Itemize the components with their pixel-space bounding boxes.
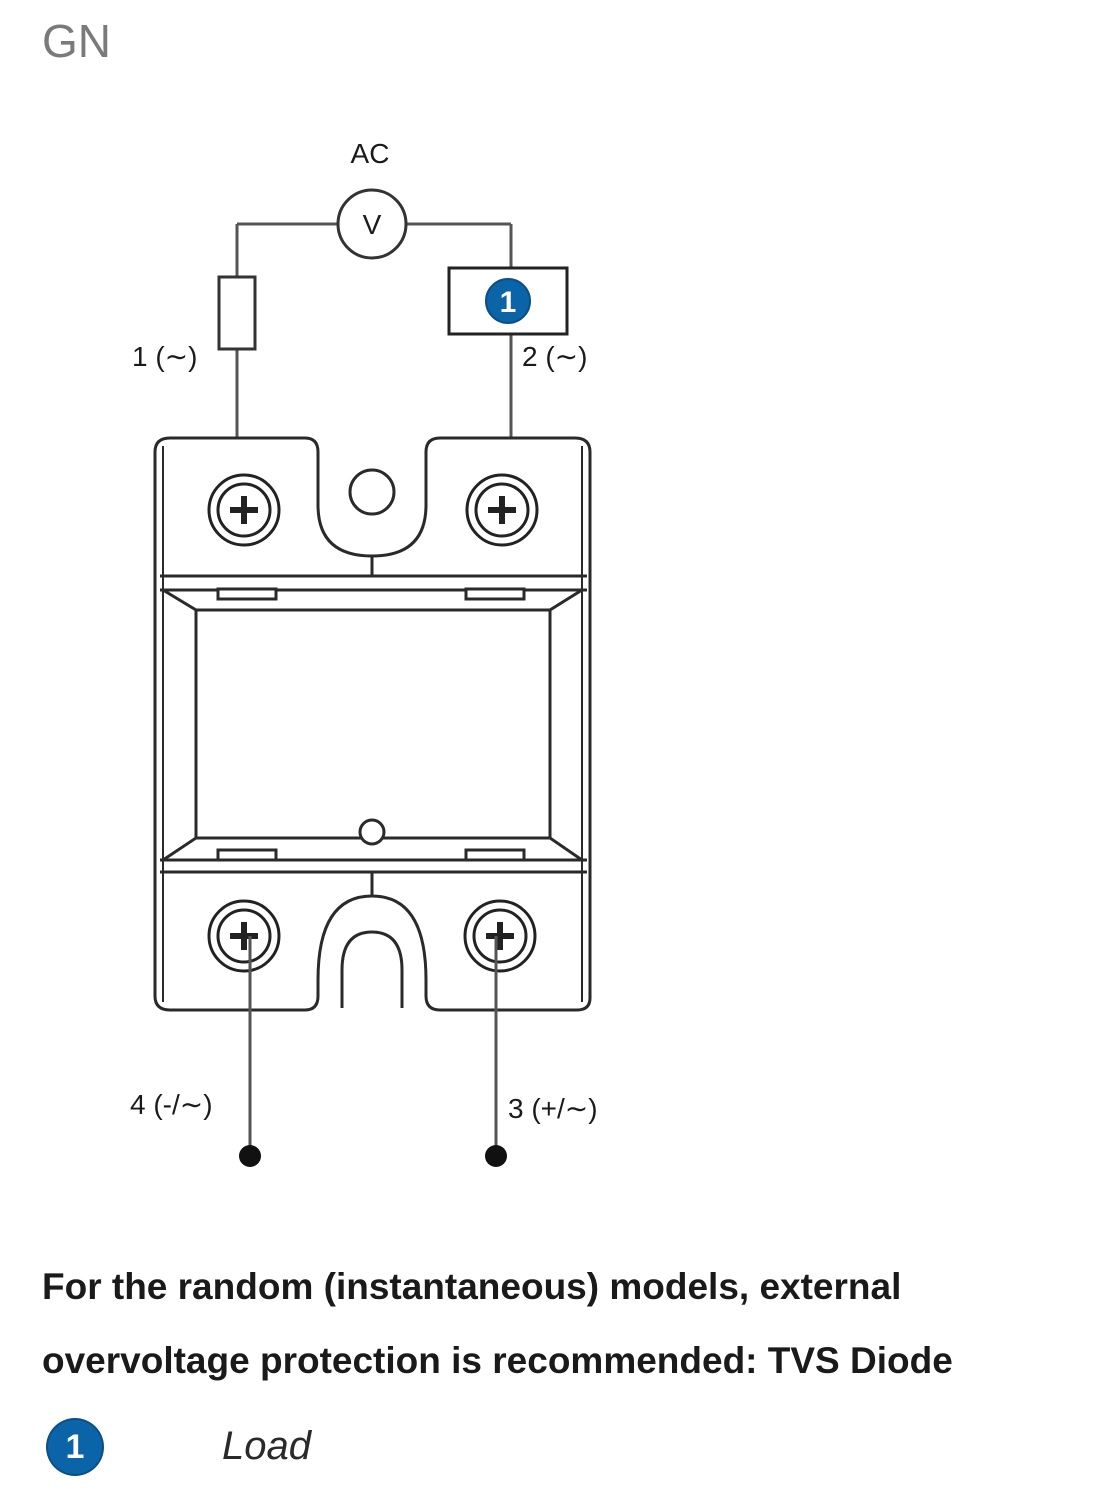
fuse-symbol: [217, 275, 257, 351]
voltmeter-label: V: [363, 209, 382, 240]
ac-source-label: AC: [351, 138, 390, 169]
legend-marker: 1: [48, 1420, 102, 1474]
relay-body: [153, 436, 592, 1012]
note-line-1: For the random (instantaneous) models, e…: [42, 1266, 902, 1307]
voltmeter-symbol: V: [336, 188, 408, 260]
load-symbol: 1: [447, 266, 569, 336]
screw-terminal-2: [465, 473, 539, 547]
terminal-3-label: 3 (+/∼): [508, 1093, 598, 1124]
screw-terminal-4: [207, 899, 281, 973]
terminal-1-label: 1 (∼): [132, 341, 197, 372]
page-title: GN: [42, 15, 111, 67]
terminal-3-dot: [485, 1145, 507, 1167]
terminal-4-dot: [239, 1145, 261, 1167]
load-marker: 1: [500, 286, 517, 319]
screw-terminal-3: [463, 899, 537, 973]
screw-terminal-1: [207, 473, 281, 547]
protection-note: For the random (instantaneous) models, e…: [42, 1250, 1082, 1398]
legend-label: Load: [222, 1424, 311, 1468]
terminal-2-label: 2 (∼): [522, 341, 587, 372]
control-wiring: [248, 936, 498, 1156]
wiring-diagram: AC V 1 1 (∼) 2 (∼): [130, 138, 598, 1167]
terminal-4-label: 4 (-/∼): [130, 1089, 213, 1120]
note-line-2: overvoltage protection is recommended: T…: [42, 1340, 953, 1381]
